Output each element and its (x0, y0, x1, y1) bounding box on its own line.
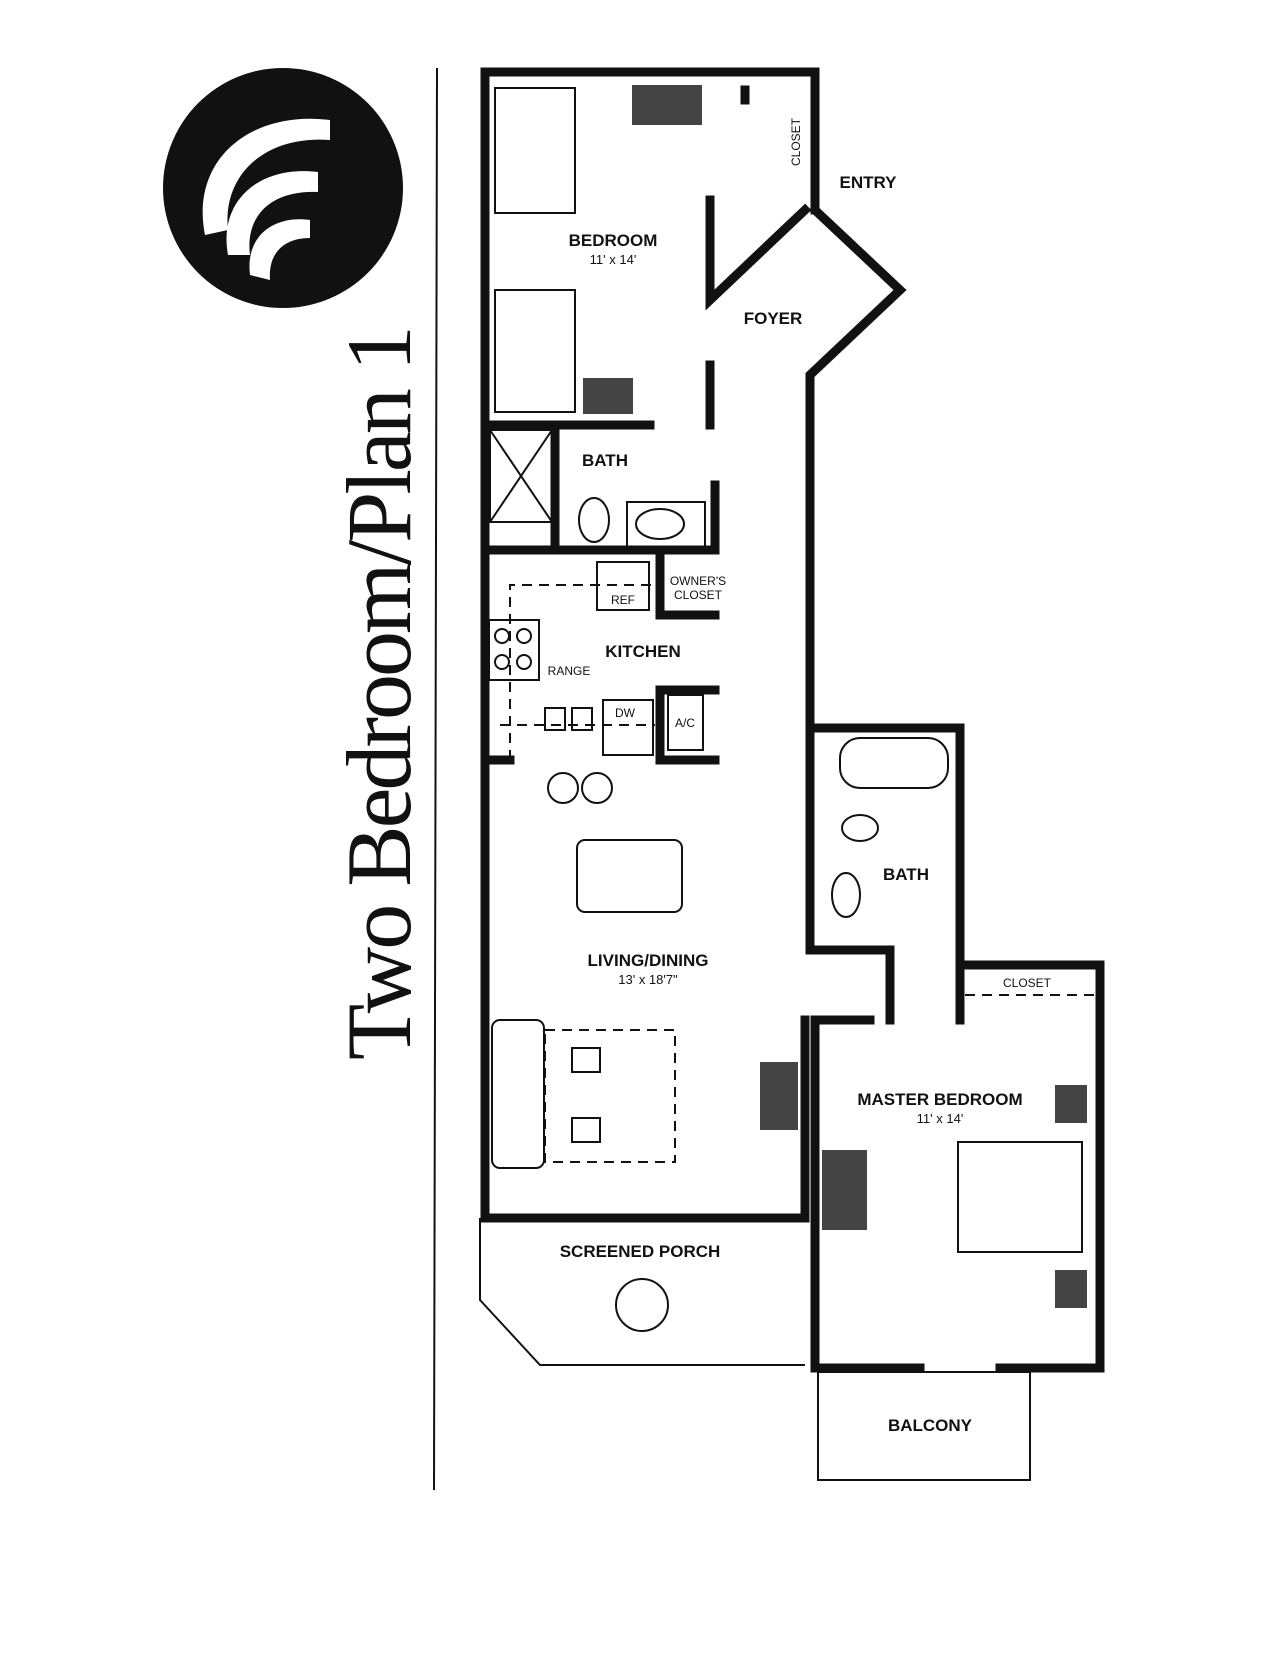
range-label: RANGE (548, 664, 591, 678)
fixtures (479, 85, 1095, 1481)
living-dining-label: LIVING/DINING (588, 951, 709, 970)
divider-line (433, 67, 438, 1491)
walls (480, 67, 1105, 1373)
bath-label-2: BATH (883, 865, 929, 884)
master-bedroom-label: MASTER BEDROOM (857, 1090, 1022, 1109)
living-dining-size: 13' x 18'7" (618, 972, 678, 987)
entry-label: ENTRY (840, 173, 898, 192)
closet-master-label: CLOSET (1003, 976, 1052, 990)
bedroom-size: 11' x 14' (590, 252, 637, 267)
foyer-label: FOYER (744, 309, 803, 328)
bath-label-1: BATH (582, 451, 628, 470)
balcony-label: BALCONY (888, 1416, 973, 1435)
dw-label: DW (615, 706, 636, 720)
kitchen-label: KITCHEN (605, 642, 681, 661)
plan-title: Two Bedroom/Plan 1 (328, 328, 430, 1060)
ref-label: REF (611, 593, 635, 607)
screened-porch-label: SCREENED PORCH (560, 1242, 721, 1261)
owners-closet-line2: CLOSET (674, 588, 723, 602)
owners-closet-line1: OWNER'S (670, 574, 726, 588)
bedroom-label: BEDROOM (569, 231, 658, 250)
ac-label: A/C (675, 716, 695, 730)
logo (163, 68, 403, 308)
master-bedroom-size: 11' x 14' (917, 1111, 964, 1126)
closet-top-label: CLOSET (789, 117, 803, 166)
